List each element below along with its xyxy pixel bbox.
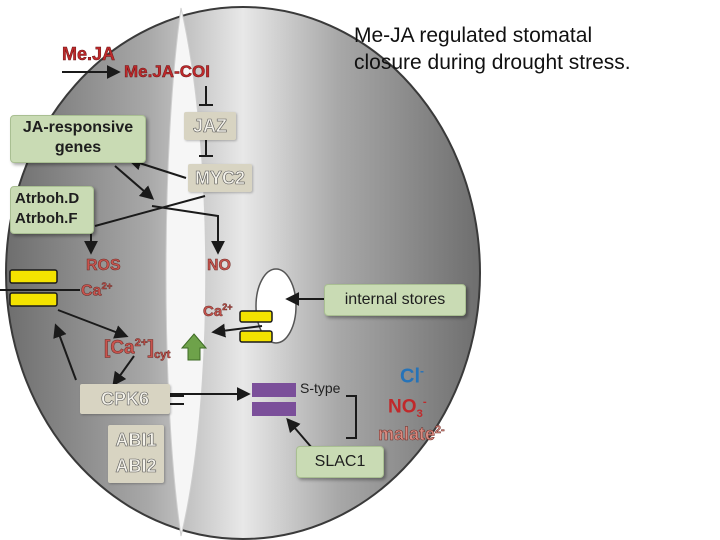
inhibit-jaz-myc2 — [199, 140, 213, 157]
arrow-branch-to-no — [151, 205, 225, 255]
arrow-cpk6-to-ca — [53, 323, 77, 381]
inhibit-coi-jaz — [199, 86, 213, 106]
atrboh-d-label: Atrboh.D — [15, 190, 80, 207]
ros-label: ROS — [86, 257, 121, 275]
no-label: NO — [207, 257, 232, 275]
ja-genes-line-2: genes — [54, 139, 102, 156]
jaz-box: JAZ — [184, 112, 236, 140]
cpk6-box: CPK6 — [80, 384, 170, 414]
s-type-bracket — [346, 395, 357, 439]
guard-cell — [5, 6, 481, 540]
arrow-cyt-to-cpk6 — [112, 355, 135, 387]
s-type-channel-lower — [252, 402, 296, 416]
abi2-label: ABI2 — [115, 456, 157, 477]
ca-channel-lower — [9, 292, 58, 307]
abi-box: ABI1 ABI2 — [108, 425, 164, 483]
arrow-genes-to-atrboh — [114, 165, 155, 200]
internal-stores-label: internal stores — [344, 291, 446, 308]
meja-coi-label: Me.JA-COI — [124, 62, 210, 82]
abi1-label: ABI1 — [115, 430, 157, 451]
ca-increase-arrow-icon — [180, 333, 208, 361]
s-type-label: S-type — [300, 380, 341, 396]
chloride-ion-label: Cl- — [400, 364, 424, 388]
slac1-box: SLAC1 — [296, 446, 384, 478]
slac1-label: SLAC1 — [314, 453, 366, 470]
myc2-box: MYC2 — [188, 164, 252, 192]
vacuole-channel-upper — [239, 310, 273, 323]
atrboh-f-label: Atrboh.F — [15, 210, 78, 227]
cpk6-label: CPK6 — [100, 389, 150, 410]
ca-vacuole-label: Ca2+ — [203, 302, 233, 321]
arrow-myc2-to-genes — [127, 156, 187, 179]
arrow-branch-to-ros — [94, 195, 206, 227]
vacuole — [255, 268, 297, 344]
nitrate-ion-label: NO3- — [388, 396, 427, 421]
ca-channel-upper — [9, 269, 58, 284]
title-line-2: closure during drought stress. — [354, 51, 631, 74]
ca-left-label: Ca2+ — [81, 281, 113, 300]
ja-genes-line-1: JA-responsive — [22, 119, 134, 136]
arrow-vacuole-ca-release — [211, 323, 263, 338]
arrow-ca-left-to-cyt — [57, 309, 129, 339]
meja-label: Me.JA — [62, 44, 116, 65]
s-type-channel-upper — [252, 383, 296, 397]
atrboh-box: Atrboh.D Atrboh.F — [10, 186, 94, 234]
malate-ion-label: malate2- — [378, 424, 445, 445]
arrow-slac1-to-channel — [286, 417, 313, 449]
diagram-title: Me-JA regulated stomatal closure during … — [354, 22, 631, 76]
ja-responsive-genes-box: JA-responsive genes — [10, 115, 146, 163]
vacuole-channel-lower — [239, 330, 273, 343]
myc2-label: MYC2 — [194, 168, 246, 189]
title-line-1: Me-JA regulated stomatal — [354, 24, 593, 47]
internal-stores-box: internal stores — [324, 284, 466, 316]
jaz-label: JAZ — [192, 116, 228, 137]
ca-cyt-label: [Ca2+]cyt — [104, 337, 171, 362]
